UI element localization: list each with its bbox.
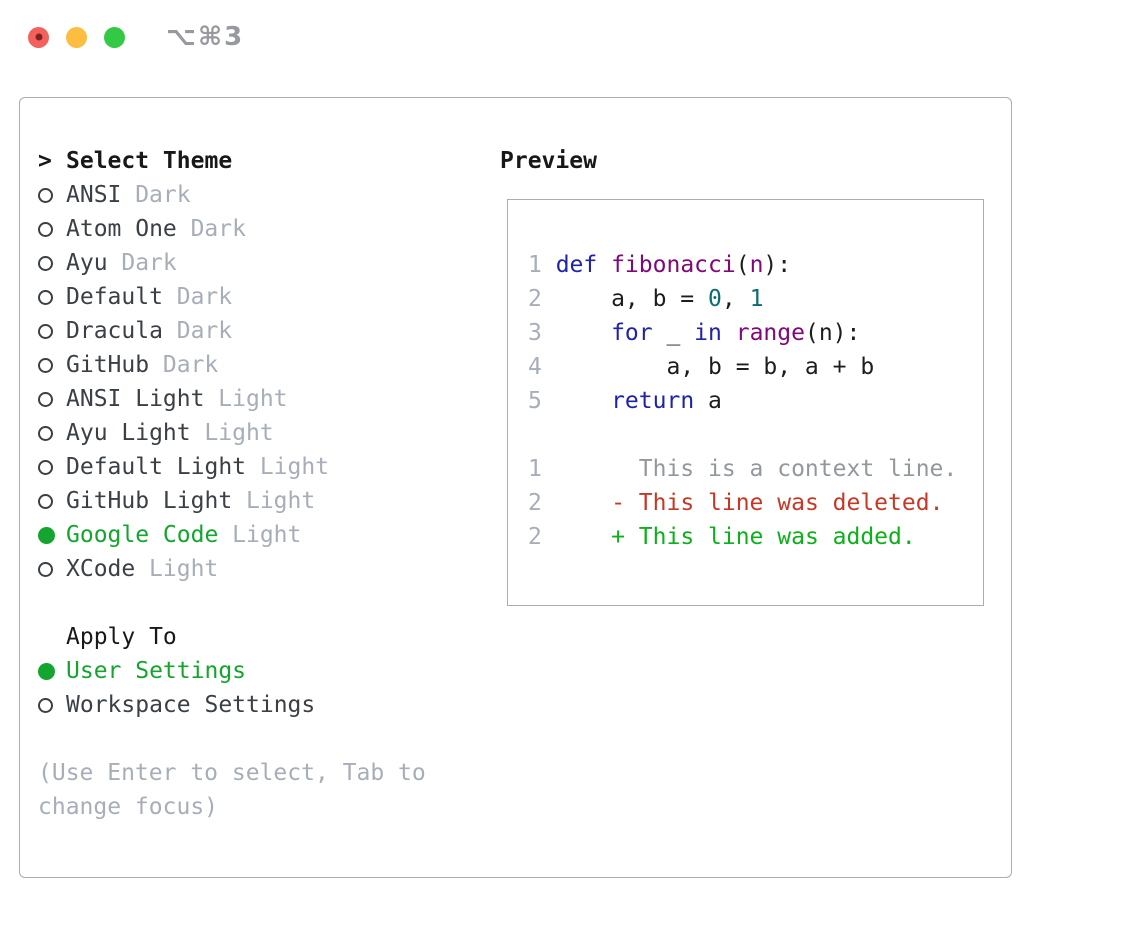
theme-list-title: Select Theme [66,148,233,174]
code-line: 3 for _ in range(n): [528,316,983,350]
code-line: 2 a, b = 0, 1 [528,282,983,316]
option-label: ANSI Light [66,386,205,412]
traffic-lights [28,26,125,48]
code-line: 5 return a [528,384,983,418]
option-variant-label: Light [245,488,316,514]
radio-icon [38,323,53,339]
blank-line [528,418,983,452]
hint-text: (Use Enter to select, Tab to change focu… [38,756,488,824]
radio-selected-icon [38,662,55,680]
theme-option-ansi[interactable]: ANSI Dark [38,178,488,212]
theme-option-dracula[interactable]: Dracula Dark [38,314,488,348]
line-number: 2 [528,286,542,312]
apply-to-header: Apply To [38,620,488,654]
option-label: GitHub Light [66,488,233,514]
hint-line-2: change focus) [38,794,219,820]
option-variant-label: Dark [162,352,219,378]
option-label: User Settings [66,658,247,684]
line-number: 3 [528,320,542,346]
code-line: 2 + This line was added. [528,520,983,554]
option-variant-label: Light [149,556,219,582]
option-label: Ayu [66,250,108,276]
radio-icon [38,255,53,271]
theme-list-header: > Select Theme [38,144,488,178]
apply-to-option-workspace-settings[interactable]: Workspace Settings [38,688,488,722]
code-line: 2 - This line was deleted. [528,486,983,520]
radio-icon [38,459,53,475]
line-number: 4 [528,354,542,380]
theme-option-xcode[interactable]: XCode Light [38,552,488,586]
option-variant-label: Light [218,386,288,412]
minimize-button[interactable] [66,26,87,48]
theme-option-ansi-light[interactable]: ANSI Light Light [38,382,488,416]
apply-to-title: Apply To [66,624,177,650]
option-variant-label: Dark [135,182,191,208]
option-variant-label: Light [259,454,330,480]
option-variant-label: Light [232,522,302,548]
theme-option-github[interactable]: GitHub Dark [38,348,488,382]
line-number: 2 [528,524,542,550]
code-line: 4 a, b = b, a + b [528,350,983,384]
titlebar: ⌥⌘3 [0,0,1140,74]
theme-option-atom-one[interactable]: Atom One Dark [38,212,488,246]
option-label: Default Light [66,454,247,480]
theme-option-ayu[interactable]: Ayu Dark [38,246,488,280]
maximize-button[interactable] [104,26,125,48]
close-button[interactable] [28,26,49,48]
option-variant-label: Dark [176,284,233,310]
option-variant-label: Light [204,420,274,446]
theme-option-ayu-light[interactable]: Ayu Light Light [38,416,488,450]
radio-icon [38,697,53,713]
preview-title: Preview [500,148,597,174]
radio-selected-icon [38,526,55,544]
radio-icon [38,493,53,509]
code-line: 1 This is a context line. [528,452,983,486]
radio-icon [38,391,53,407]
option-label: Workspace Settings [66,692,316,718]
line-number: 2 [528,490,542,516]
line-number: 1 [528,456,542,482]
option-variant-label: Dark [121,250,177,276]
theme-option-google-code[interactable]: Google Code Light [38,518,488,552]
spacer [38,586,488,620]
option-label: Dracula [66,318,163,344]
radio-icon [38,561,53,577]
spacer [38,722,488,756]
option-label: Google Code [66,522,219,548]
option-label: GitHub [66,352,150,378]
hint-line-1: (Use Enter to select, Tab to [38,760,426,786]
option-label: ANSI [66,182,122,208]
theme-option-github-light[interactable]: GitHub Light Light [38,484,488,518]
option-label: Atom One [66,216,177,242]
option-label: Ayu Light [66,420,191,446]
option-label: Default [66,284,163,310]
radio-icon [38,425,53,441]
theme-option-default-light[interactable]: Default Light Light [38,450,488,484]
option-variant-label: Dark [176,318,233,344]
line-number: 1 [528,252,542,278]
radio-icon [38,187,53,203]
radio-icon [38,221,53,237]
radio-icon [38,289,53,305]
apply-to-option-user-settings[interactable]: User Settings [38,654,488,688]
window-shortcut-label: ⌥⌘3 [166,22,245,52]
theme-option-default[interactable]: Default Dark [38,280,488,314]
option-variant-label: Dark [190,216,246,242]
cursor-icon: > [38,148,52,174]
radio-icon [38,357,53,373]
line-number: 5 [528,388,542,414]
option-label: XCode [66,556,136,582]
